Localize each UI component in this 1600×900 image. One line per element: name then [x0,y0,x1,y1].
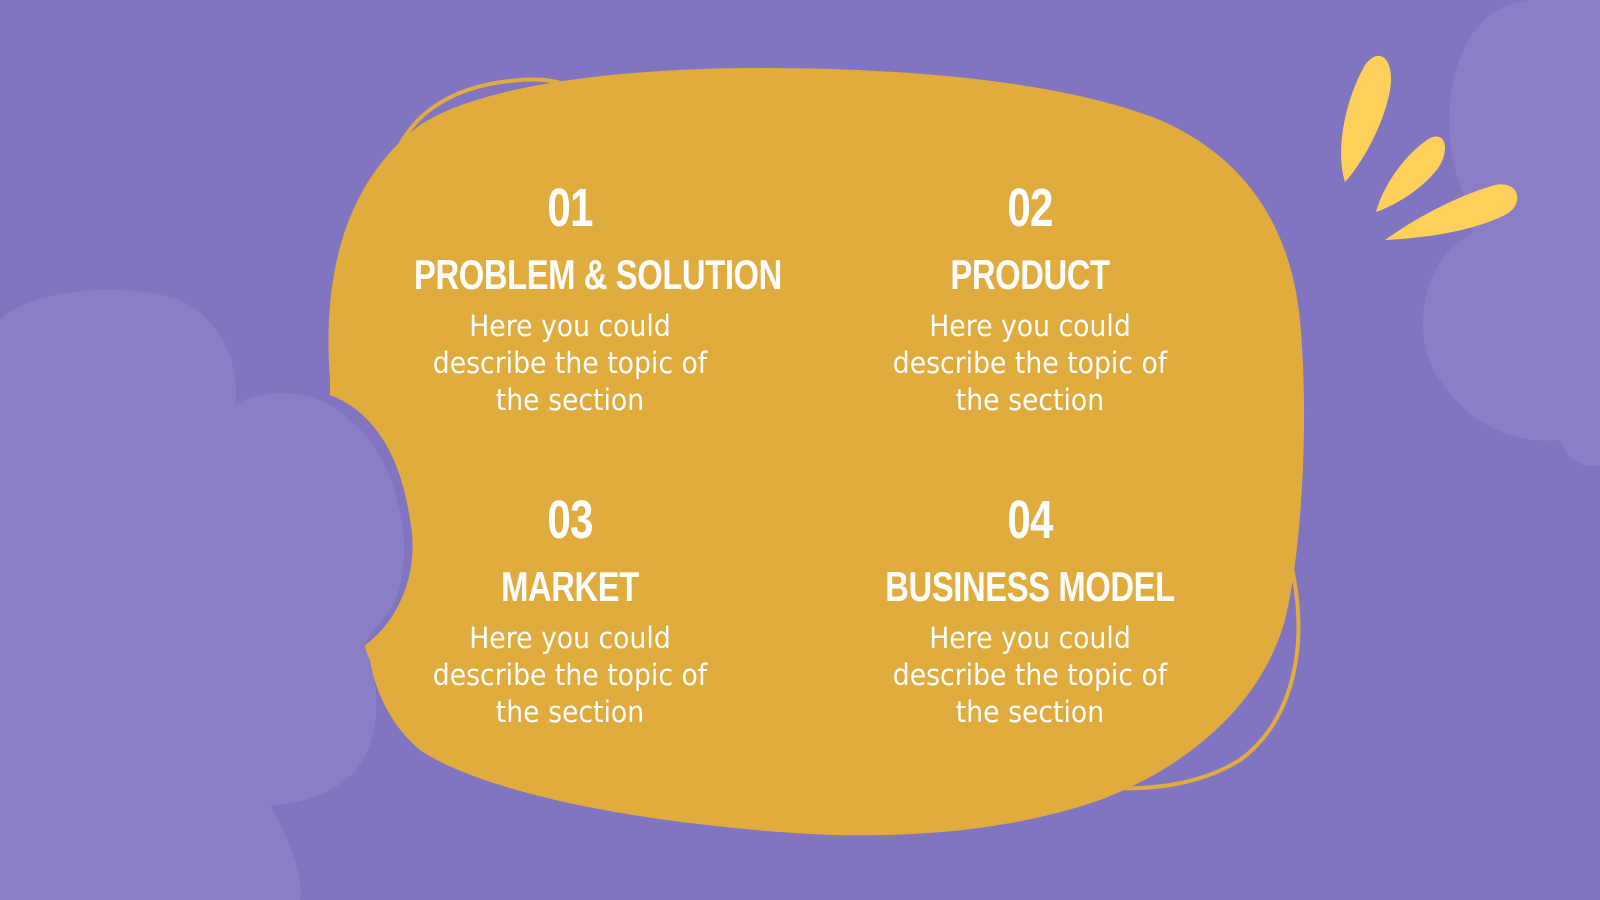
section-number: 03 [547,490,593,550]
accent-leaf-3 [1385,184,1518,240]
section-item-business-model: 04 BUSINESS MODEL Here you could describ… [830,490,1230,731]
section-description: Here you could describe the topic of the… [432,621,708,729]
section-title: PROBLEM & SOLUTION [414,251,782,298]
section-item-problem-solution: 01 PROBLEM & SOLUTION Here you could des… [370,178,782,419]
section-number: 01 [547,178,593,238]
section-title: PRODUCT [950,251,1110,298]
cloud-shape-left [0,289,405,900]
section-description: Here you could describe the topic of the… [892,621,1168,729]
blob-outline-top [391,77,572,162]
section-description: Here you could describe the topic of the… [892,309,1168,417]
blob-outline-bottom [1108,558,1301,791]
section-title: BUSINESS MODEL [885,563,1175,610]
accent-leaf-1 [1341,55,1391,182]
section-item-product: 02 PRODUCT Here you could describe the t… [830,178,1230,419]
section-number: 04 [1007,490,1053,550]
accent-leaf-2 [1376,136,1446,212]
section-title: MARKET [501,563,639,610]
section-item-market: 03 MARKET Here you could describe the to… [370,490,770,731]
content-blob [328,68,1305,836]
section-number: 02 [1007,178,1053,238]
cloud-shape-right [1423,0,1600,466]
section-description: Here you could describe the topic of the… [432,309,708,417]
